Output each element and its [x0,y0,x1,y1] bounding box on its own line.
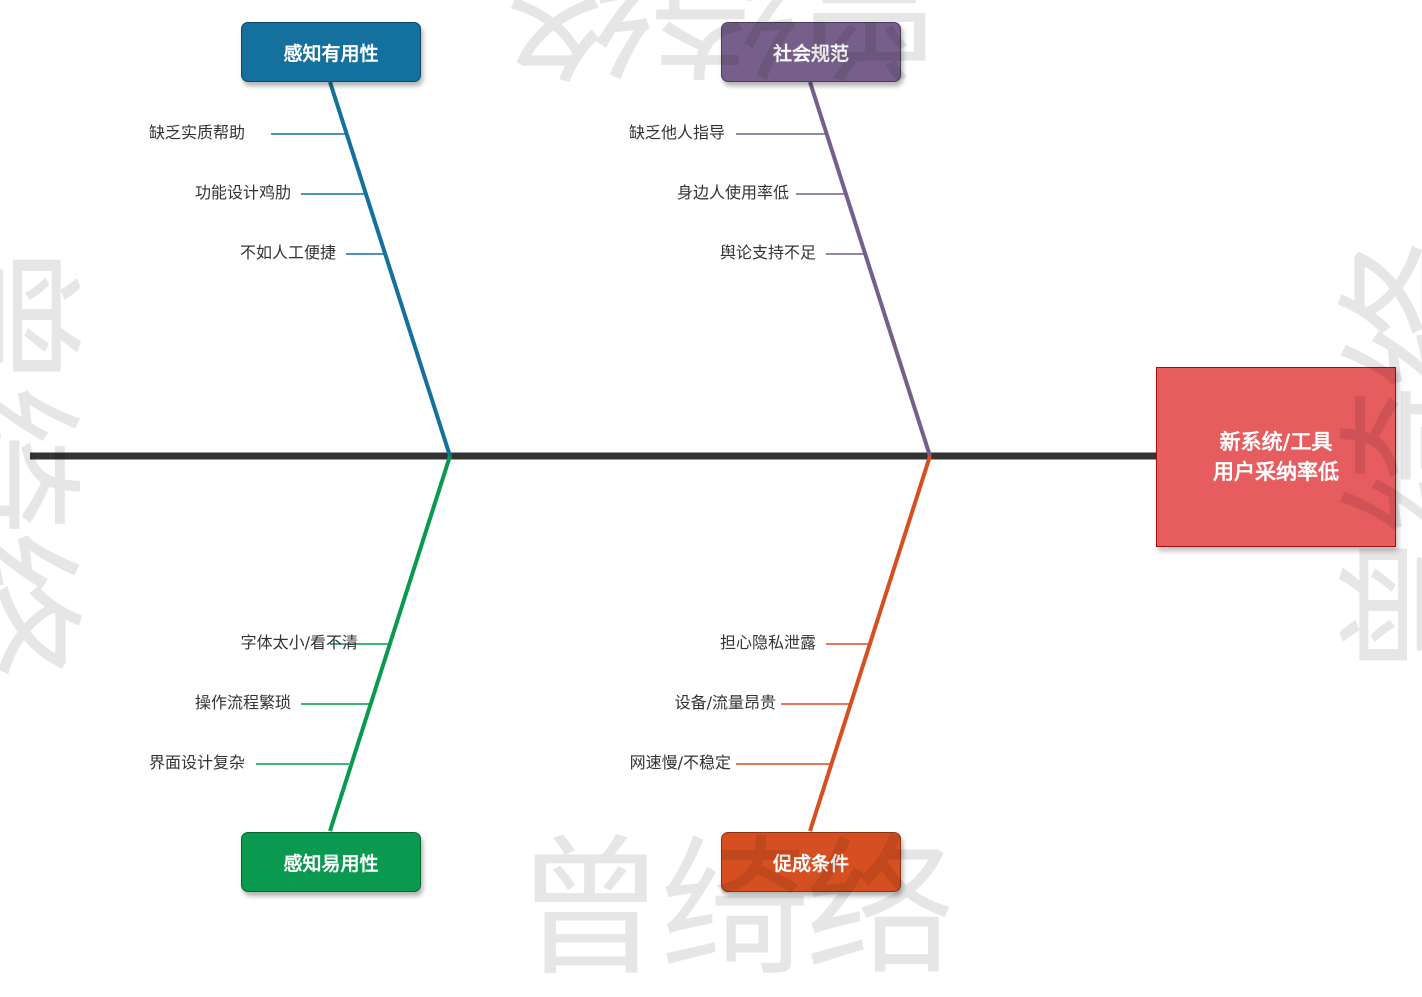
cause-item[interactable]: 不如人工便捷 [239,243,336,262]
problem-line-2: 用户采纳率低 [1213,460,1339,484]
cause-item[interactable]: 操作流程繁琐 [194,693,291,712]
cause-item[interactable]: 功能设计鸡肋 [194,183,291,202]
bone-social-norms [808,81,932,457]
cause-item[interactable]: 字体太小/看不清 [240,633,358,652]
cause-item[interactable]: 担心隐私泄露 [719,633,816,652]
problem-head[interactable]: 新系统/工具 用户采纳率低 [1156,367,1396,547]
bone-facilitating-conditions [808,455,932,832]
cause-item[interactable]: 缺乏实质帮助 [148,123,245,142]
bone-perceived-ease [328,455,452,832]
cause-item[interactable]: 设备/流量昂贵 [674,693,776,712]
category-label: 社会规范 [772,42,849,65]
fishbone-lines [30,81,1158,832]
problem-line-1: 新系统/工具 [1219,430,1333,454]
category-label: 感知有用性 [283,42,379,65]
category-facilitating-conditions[interactable]: 促成条件 [721,832,901,892]
category-social-norms[interactable]: 社会规范 [721,22,901,82]
cause-item[interactable]: 舆论支持不足 [719,243,816,262]
category-perceived-usefulness[interactable]: 感知有用性 [241,22,421,82]
cause-item[interactable]: 网速慢/不稳定 [629,753,731,772]
category-perceived-ease-of-use[interactable]: 感知易用性 [241,832,421,892]
cause-item[interactable]: 缺乏他人指导 [628,123,725,142]
bone-perceived-usefulness [328,81,452,457]
category-label: 感知易用性 [283,852,379,875]
category-label: 促成条件 [772,852,849,875]
cause-item[interactable]: 界面设计复杂 [148,753,245,772]
cause-item[interactable]: 身边人使用率低 [676,183,789,202]
